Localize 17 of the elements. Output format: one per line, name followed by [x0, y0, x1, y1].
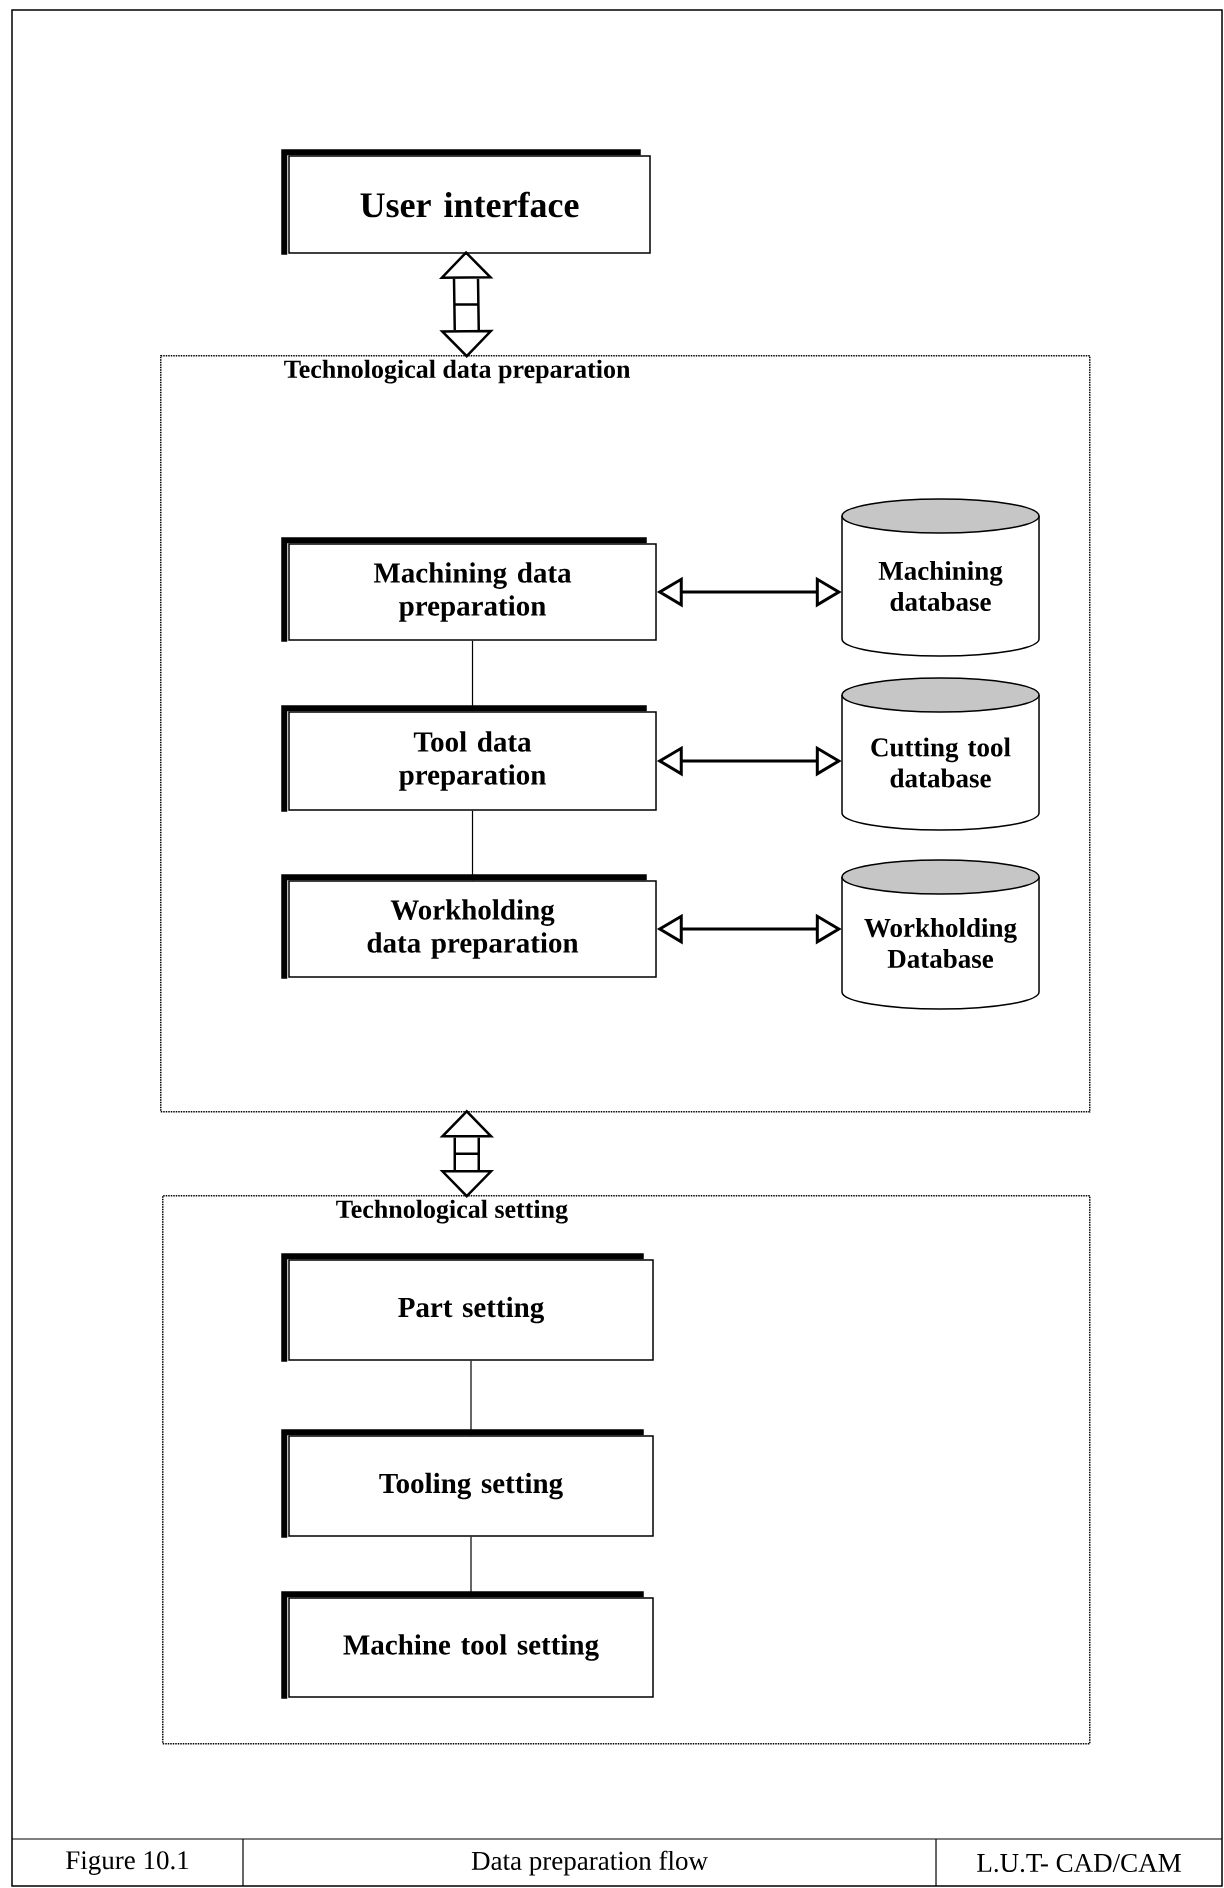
- process-box: User interface: [281, 149, 651, 255]
- database-cylinder: Workholding Database: [841, 859, 1040, 1010]
- process-box: Machining data preparation: [281, 537, 657, 642]
- process-box: Part setting: [281, 1253, 654, 1362]
- process-box: Workholding data preparation: [281, 874, 657, 979]
- process-box: Tooling setting: [281, 1429, 654, 1538]
- connector-line: [470, 1536, 472, 1598]
- database-cylinder: Machining database: [841, 498, 1040, 657]
- footer-text: L.U.T- CAD/CAM: [977, 1853, 1181, 1873]
- process-box: Tool data preparation: [281, 705, 657, 812]
- process-box: Machine tool setting: [281, 1591, 654, 1699]
- connector-line: [471, 810, 474, 881]
- footer-text: Data preparation flow: [471, 1850, 708, 1876]
- connector-line: [470, 1360, 472, 1436]
- connector-line: [471, 640, 474, 712]
- database-cylinder: Cutting tool database: [841, 677, 1040, 831]
- footer-text: Figure 10.1: [66, 1851, 189, 1875]
